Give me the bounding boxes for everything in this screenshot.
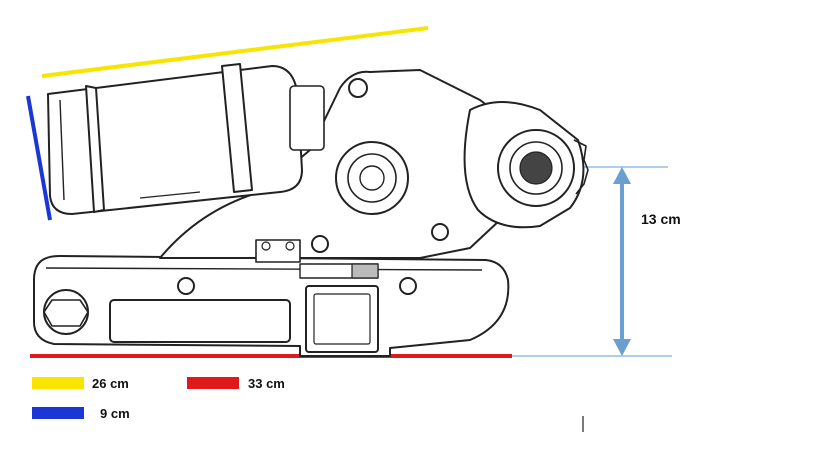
- base-slot: [109, 299, 291, 343]
- motor-strap: [85, 85, 105, 213]
- legend-swatch-yellow: [32, 377, 84, 389]
- legend-label-26cm: 26 cm: [92, 376, 129, 391]
- height-arrow: [613, 167, 631, 356]
- legend-label-33cm: 33 cm: [248, 376, 285, 391]
- nut: [311, 235, 329, 253]
- machine-outline: [33, 63, 589, 357]
- length-26cm-line: [41, 26, 429, 78]
- nut: [348, 78, 368, 98]
- motor-strap: [221, 63, 253, 193]
- nut: [431, 223, 449, 241]
- height-label: 13 cm: [641, 211, 681, 227]
- legend-label-9cm: 9 cm: [100, 406, 130, 421]
- length-9cm-line: [26, 95, 52, 221]
- legend-swatch-blue: [32, 407, 84, 419]
- nut: [177, 277, 195, 295]
- nut: [399, 277, 417, 295]
- legend-swatch-red: [187, 377, 239, 389]
